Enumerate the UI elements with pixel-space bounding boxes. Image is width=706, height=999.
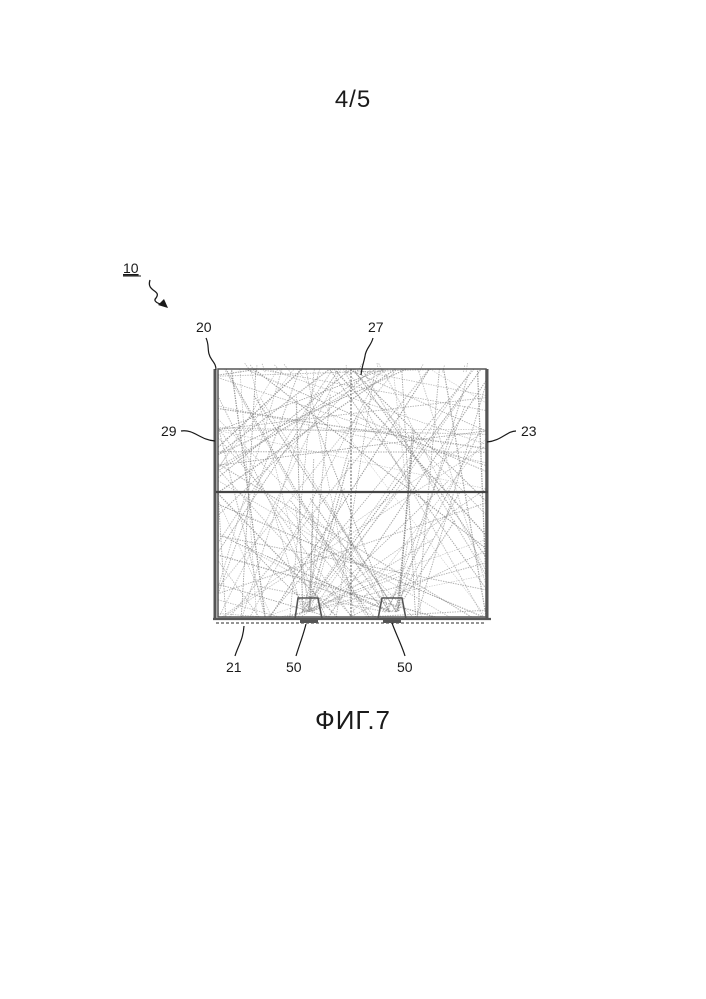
label-27: 27 [368, 319, 384, 335]
label-50-right: 50 [397, 659, 413, 675]
fiber-strand [245, 369, 486, 471]
assembly-reference: 10 [123, 260, 168, 308]
foot-right-pad [383, 619, 401, 623]
fiber-strand [395, 541, 408, 612]
leader-29 [181, 431, 215, 441]
leader-21 [235, 626, 244, 656]
fiber-strand [350, 551, 486, 617]
leader-50-right [392, 623, 405, 656]
fiber-strand [218, 492, 226, 617]
label-21: 21 [226, 659, 242, 675]
fiber-strand [308, 461, 349, 613]
label-23: 23 [521, 423, 537, 439]
leader-lines [181, 338, 516, 656]
fiber-strand [223, 446, 486, 617]
leader-20 [206, 338, 216, 370]
label-50-left: 50 [286, 659, 302, 675]
label-10: 10 [123, 260, 139, 276]
fiber-strand [265, 539, 486, 617]
fiber-strand [218, 431, 486, 465]
leader-23 [487, 431, 516, 442]
fiber-strand [478, 369, 487, 582]
fiber-strand [349, 438, 486, 617]
leader-50-left [296, 624, 306, 656]
foot-left-pad [300, 619, 318, 623]
fiber-strand [466, 363, 468, 373]
label-20: 20 [196, 319, 212, 335]
assembly-arrowhead [158, 299, 168, 308]
fiber-strand [218, 452, 486, 453]
fiber-strand [418, 369, 486, 585]
fiber-strand [258, 369, 486, 411]
label-29: 29 [161, 423, 177, 439]
figure-caption: ФИГ.7 [0, 705, 706, 736]
